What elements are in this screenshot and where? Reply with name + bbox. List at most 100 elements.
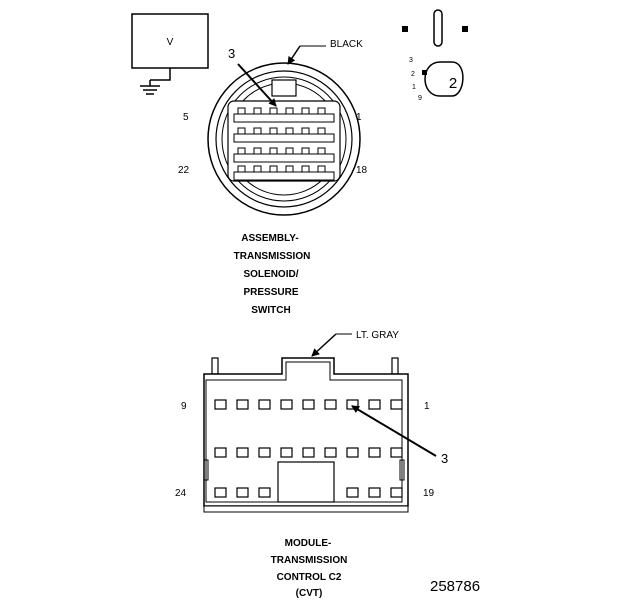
pin-tooth: [253, 147, 262, 155]
pin-cavity: [324, 399, 337, 410]
color-callout-arrow: [311, 333, 337, 357]
connector-title-line: CONTROL C2: [277, 572, 342, 583]
pin-callout-arrow: [237, 63, 277, 107]
pin-cavity: [214, 399, 227, 410]
pin-tooth: [269, 147, 278, 155]
ground-symbol: [140, 80, 160, 95]
voltmeter-lead: [150, 68, 171, 81]
pin-cavity: [236, 447, 249, 458]
pin-tooth: [253, 127, 262, 135]
pin-strip: [233, 171, 335, 181]
pin-tooth: [317, 107, 326, 115]
pin-strip: [233, 113, 335, 123]
connector-latch: [391, 357, 399, 375]
pin-strip: [233, 133, 335, 143]
connector-title-line: SOLENOID/: [243, 269, 298, 280]
connector-ring: [221, 76, 347, 202]
connector-title-line: PRESSURE: [243, 287, 298, 298]
pin-cavity: [302, 447, 315, 458]
pin-label-bottom-right: 18: [356, 165, 368, 176]
probe-pin-label: 9: [418, 95, 422, 102]
pin-strip: [233, 153, 335, 163]
connector-color-label: BLACK: [330, 39, 363, 50]
connector-side-tab: [203, 459, 209, 481]
pin-cavity: [214, 487, 227, 498]
pin-tooth: [237, 107, 246, 115]
pin-callout: 3: [441, 451, 448, 466]
pin-label-bottom-left: 22: [178, 165, 190, 176]
probe-tip-icon: [433, 9, 443, 47]
pin-label-bottom-right: 19: [423, 488, 435, 499]
pin-cavity: [324, 447, 337, 458]
connector-base: [203, 505, 409, 513]
probe-left-pad-icon: [402, 26, 408, 32]
probe-pin-label: 3: [409, 57, 413, 64]
pin-cavity: [214, 447, 227, 458]
connector-title-line: (CVT): [296, 588, 323, 599]
pin-label-bottom-left: 24: [175, 488, 187, 499]
figure-id: 258786: [430, 578, 480, 595]
pin-label-top-right: 1: [356, 112, 362, 123]
pin-cavity: [280, 399, 293, 410]
pin-label-top-right: 1: [424, 401, 430, 412]
module-connector: 9 1 24 19 LT. GRAY 3 MODULE- TRANSMISSIO…: [175, 330, 448, 599]
pin-tooth: [237, 147, 246, 155]
pin-cavity: [346, 487, 359, 498]
connector-latch: [211, 357, 219, 375]
pin-label-top-left: 5: [183, 112, 189, 123]
pin-tooth: [269, 107, 278, 115]
pin-cavity: [236, 399, 249, 410]
connector-key-notch: [271, 79, 297, 97]
pin-tooth: [317, 147, 326, 155]
pin-cavity: [368, 447, 381, 458]
pin-tooth: [253, 107, 262, 115]
pin-cavity: [258, 447, 271, 458]
pin-cavity: [368, 399, 381, 410]
pin-cavity: [368, 487, 381, 498]
pin-cavity: [302, 399, 315, 410]
color-callout-arrow: [287, 45, 301, 65]
connector-title-line: SWITCH: [251, 305, 290, 316]
connector-title-line: MODULE-: [285, 538, 332, 549]
probe-clip-icon: [424, 61, 464, 97]
voltmeter: V: [131, 13, 209, 95]
connector-cavities: [214, 399, 403, 498]
pin-tooth: [269, 127, 278, 135]
pin-tooth: [285, 147, 294, 155]
pin-tooth: [301, 165, 310, 173]
pin-tooth: [301, 147, 310, 155]
pin-cavity: [236, 487, 249, 498]
solenoid-connector: 5 1 22 18 BLACK 3 ASSEMBLY- TRANSMISSION…: [178, 39, 368, 316]
pin-tooth: [285, 165, 294, 173]
probe-callout: 2: [449, 75, 457, 92]
pin-tooth: [317, 127, 326, 135]
pin-cavity: [390, 399, 403, 410]
pin-tooth: [301, 127, 310, 135]
probe-pin-label: 2: [411, 71, 415, 78]
pin-label-top-left: 9: [181, 401, 187, 412]
pin-tooth: [237, 165, 246, 173]
pin-cavity: [390, 487, 403, 498]
pin-callout: 3: [228, 46, 235, 61]
pin-tooth: [269, 165, 278, 173]
pin-tooth: [301, 107, 310, 115]
pin-callout-arrow: [351, 405, 437, 457]
probe-pin-icon: [422, 70, 427, 75]
pin-cavity: [390, 447, 403, 458]
connector-pin-rows: [233, 107, 335, 181]
connector-center-block: [277, 461, 335, 503]
connector-housing-inner: [205, 361, 403, 503]
pin-cavity: [346, 447, 359, 458]
pin-tooth: [253, 165, 262, 173]
connector-title-line: TRANSMISSION: [234, 251, 311, 262]
pin-tooth: [285, 107, 294, 115]
pin-cavity: [258, 487, 271, 498]
connector-color-label: LT. GRAY: [356, 330, 399, 341]
connector-side-tab: [399, 459, 405, 481]
pin-tooth: [285, 127, 294, 135]
connector-ring: [215, 70, 353, 208]
probe-pin-label: 1: [412, 84, 416, 91]
connector-title-line: ASSEMBLY-: [241, 233, 298, 244]
probe-detail: 3 2 1 9 2: [402, 9, 468, 102]
